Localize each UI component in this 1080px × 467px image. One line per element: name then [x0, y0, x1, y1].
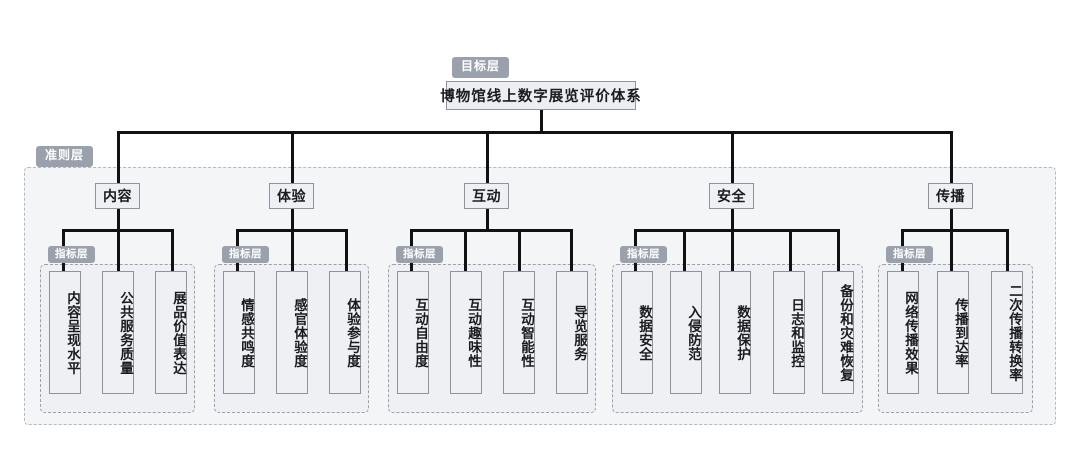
layer-badge-goal: 目标层	[452, 57, 510, 78]
layer-badge-criterion: 准则层	[36, 146, 94, 167]
connector-security-drop-2	[683, 229, 686, 272]
connector-dissemination-drop-3	[1006, 229, 1009, 272]
connector-interaction-bus	[410, 229, 573, 232]
indicator-node-interaction-3[interactable]: 互动智能性	[503, 271, 535, 394]
indicator-label: 展品价值表达	[171, 290, 186, 375]
indicator-node-experience-3[interactable]: 体验参与度	[329, 271, 361, 394]
connector-interaction-drop-2	[464, 229, 467, 272]
indicator-label: 日志和监控	[789, 297, 804, 368]
goal-node[interactable]: 博物馆线上数字展览评价体系	[440, 81, 641, 110]
indicator-node-experience-1[interactable]: 情感共鸣度	[223, 271, 255, 394]
indicator-node-dissemination-1[interactable]: 网络传播效果	[887, 271, 919, 394]
indicator-node-experience-2[interactable]: 感官体验度	[276, 271, 308, 394]
indicator-node-security-1[interactable]: 数据安全	[621, 271, 653, 394]
indicator-label: 备份和灾难恢复	[838, 283, 853, 382]
indicator-label: 公共服务质量	[118, 290, 133, 375]
criterion-node-security[interactable]: 安全	[709, 183, 754, 209]
connector-content-stem	[117, 209, 120, 231]
connector-experience-drop-3	[345, 229, 348, 272]
layer-badge-indicator-interaction: 指标层	[396, 246, 443, 264]
layer-badge-indicator-content: 指标层	[48, 246, 95, 264]
indicator-label: 互动智能性	[519, 297, 534, 368]
criterion-node-experience[interactable]: 体验	[269, 183, 314, 209]
connector-trunk-to-experience	[291, 131, 294, 183]
indicator-label: 互动自由度	[413, 297, 428, 368]
connector-security-stem	[731, 209, 734, 231]
connector-interaction-drop-4	[570, 229, 573, 272]
connector-experience-drop-2	[291, 229, 294, 272]
connector-trunk-horizontal	[117, 131, 953, 134]
indicator-label: 内容呈现水平	[65, 290, 80, 375]
connector-dissemination-bus	[901, 229, 1009, 232]
connector-trunk-to-interaction	[486, 131, 489, 183]
connector-trunk-to-dissemination	[950, 131, 953, 183]
indicator-node-content-1[interactable]: 内容呈现水平	[49, 271, 81, 394]
indicator-node-security-3[interactable]: 数据保护	[719, 271, 751, 394]
indicator-node-dissemination-3[interactable]: 二次传播转换率	[991, 271, 1023, 394]
indicator-label: 情感共鸣度	[239, 297, 254, 368]
indicator-label: 导览服务	[572, 304, 587, 361]
indicator-label: 网络传播效果	[903, 290, 918, 375]
indicator-label: 数据保护	[735, 304, 750, 361]
connector-interaction-drop-3	[518, 229, 521, 272]
indicator-node-content-2[interactable]: 公共服务质量	[102, 271, 134, 394]
indicator-node-security-2[interactable]: 入侵防范	[670, 271, 702, 394]
connector-goal-trunk	[540, 110, 543, 133]
criterion-node-content[interactable]: 内容	[95, 183, 140, 209]
indicator-label: 感官体验度	[292, 297, 307, 368]
indicator-label: 二次传播转换率	[1007, 283, 1022, 382]
layer-badge-indicator-security: 指标层	[620, 246, 667, 264]
indicator-node-interaction-2[interactable]: 互动趣味性	[450, 271, 482, 394]
layer-badge-indicator-experience: 指标层	[222, 246, 269, 264]
connector-content-drop-3	[171, 229, 174, 272]
indicator-node-interaction-1[interactable]: 互动自由度	[397, 271, 429, 394]
indicator-node-security-5[interactable]: 备份和灾难恢复	[822, 271, 854, 394]
connector-dissemination-stem	[950, 209, 953, 231]
indicator-label: 入侵防范	[686, 304, 701, 361]
indicator-node-security-4[interactable]: 日志和监控	[773, 271, 805, 394]
connector-content-drop-2	[117, 229, 120, 272]
connector-security-bus	[634, 229, 840, 232]
indicator-label: 数据安全	[637, 304, 652, 361]
connector-security-drop-5	[837, 229, 840, 272]
indicator-node-interaction-4[interactable]: 导览服务	[556, 271, 588, 394]
connector-dissemination-drop-2	[950, 229, 953, 272]
layer-badge-indicator-dissemination: 指标层	[886, 246, 933, 264]
criterion-node-interaction[interactable]: 互动	[464, 183, 509, 209]
connector-security-drop-3	[731, 229, 734, 272]
connector-trunk-to-content	[117, 131, 120, 183]
indicator-node-dissemination-2[interactable]: 传播到达率	[937, 271, 969, 394]
indicator-label: 体验参与度	[345, 297, 360, 368]
connector-security-drop-4	[789, 229, 792, 272]
criterion-node-dissemination[interactable]: 传播	[928, 183, 973, 209]
connector-interaction-stem	[486, 209, 489, 231]
connector-trunk-to-security	[731, 131, 734, 183]
indicator-label: 互动趣味性	[466, 297, 481, 368]
indicator-label: 传播到达率	[953, 297, 968, 368]
connector-experience-stem	[291, 209, 294, 231]
indicator-node-content-3[interactable]: 展品价值表达	[155, 271, 187, 394]
